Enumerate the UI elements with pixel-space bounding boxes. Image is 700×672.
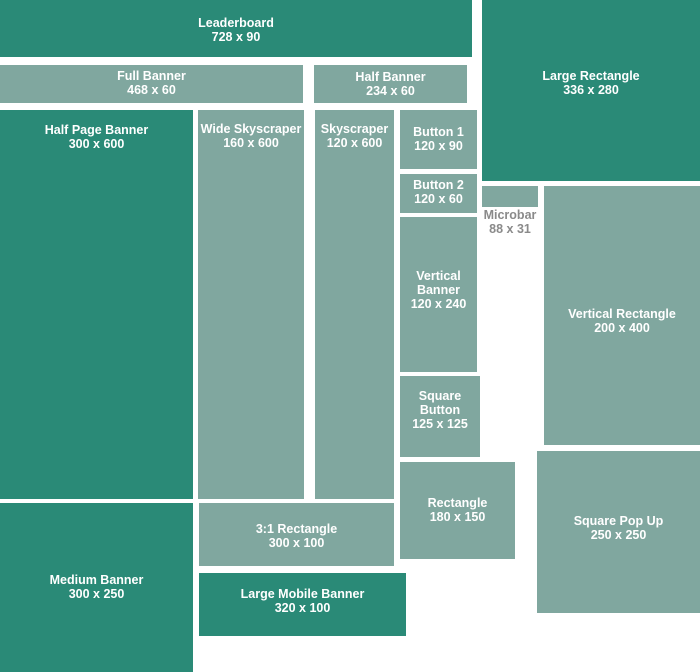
- ad-skyscraper-size: 120 x 600: [326, 136, 383, 150]
- ad-skyscraper-name: Skyscraper: [320, 122, 389, 136]
- ad-half-banner-size: 234 x 60: [366, 84, 415, 98]
- ad-medium-banner-name: Medium Banner: [49, 573, 144, 587]
- ad-half-banner-name: Half Banner: [355, 70, 426, 84]
- ad-leaderboard: Leaderboard 728 x 90: [0, 0, 472, 57]
- ad-large-mobile-banner-size: 320 x 100: [274, 601, 331, 615]
- ad-full-banner-name: Full Banner: [117, 69, 186, 83]
- ad-rectangle-3-1: 3:1 Rectangle 300 x 100: [199, 503, 394, 566]
- ad-leaderboard-size: 728 x 90: [211, 30, 261, 44]
- ad-vertical-banner-name-line1: Vertical: [416, 269, 461, 283]
- ad-half-page-banner-name: Half Page Banner: [44, 123, 149, 137]
- ad-button-1-size: 120 x 90: [414, 139, 463, 153]
- ad-full-banner-size: 468 x 60: [127, 83, 176, 97]
- ad-rectangle-3-1-name: 3:1 Rectangle: [255, 522, 338, 536]
- ad-large-rectangle: Large Rectangle 336 x 280: [482, 0, 700, 181]
- ad-large-rectangle-name: Large Rectangle: [542, 69, 640, 83]
- ad-rectangle: Rectangle 180 x 150: [400, 462, 515, 559]
- ad-leaderboard-name: Leaderboard: [198, 16, 274, 30]
- ad-square-pop-up-name: Square Pop Up: [573, 514, 664, 528]
- ad-half-banner: Half Banner 234 x 60: [314, 65, 467, 103]
- ad-vertical-rectangle-size: 200 x 400: [594, 321, 650, 335]
- ad-square-button-name-line2: Button: [419, 403, 461, 417]
- ad-square-pop-up: Square Pop Up 250 x 250: [537, 451, 700, 613]
- ad-skyscraper: Skyscraper 120 x 600: [315, 110, 394, 499]
- ad-button-1-name: Button 1: [413, 125, 464, 139]
- ad-vertical-rectangle: Vertical Rectangle 200 x 400: [544, 186, 700, 445]
- ad-button-2-name: Button 2: [413, 178, 464, 192]
- ad-square-button-name-line1: Square: [418, 389, 462, 403]
- ad-medium-banner: Medium Banner 300 x 250: [0, 503, 193, 672]
- ad-microbar-name: Microbar: [483, 208, 537, 222]
- ad-square-pop-up-size: 250 x 250: [590, 528, 647, 542]
- ad-large-rectangle-size: 336 x 280: [563, 83, 619, 97]
- ad-wide-skyscraper-name: Wide Skyscraper: [200, 122, 302, 136]
- ad-vertical-rectangle-name: Vertical Rectangle: [568, 307, 676, 321]
- ad-button-1: Button 1 120 x 90: [400, 110, 477, 169]
- ad-rectangle-name: Rectangle: [427, 496, 488, 510]
- ad-microbar-size: 88 x 31: [489, 222, 531, 236]
- ad-wide-skyscraper: Wide Skyscraper 160 x 600: [198, 110, 304, 499]
- ad-half-page-banner: Half Page Banner 300 x 600: [0, 110, 193, 499]
- ad-vertical-banner-name-line2: Banner: [416, 283, 461, 297]
- ad-square-button-size: 125 x 125: [412, 417, 468, 431]
- ad-large-mobile-banner: Large Mobile Banner 320 x 100: [199, 573, 406, 636]
- ad-full-banner: Full Banner 468 x 60: [0, 65, 303, 103]
- ad-large-mobile-banner-name: Large Mobile Banner: [240, 587, 365, 601]
- ad-wide-skyscraper-size: 160 x 600: [223, 136, 279, 150]
- ad-microbar: [482, 186, 538, 207]
- ad-button-2: Button 2 120 x 60: [400, 174, 477, 213]
- ad-vertical-banner-size: 120 x 240: [410, 297, 467, 311]
- ad-vertical-banner: Vertical Banner 120 x 240: [400, 217, 477, 372]
- ad-rectangle-size: 180 x 150: [429, 510, 486, 524]
- ad-half-page-banner-size: 300 x 600: [68, 137, 125, 151]
- ad-button-2-size: 120 x 60: [414, 192, 463, 206]
- ad-medium-banner-size: 300 x 250: [68, 587, 125, 601]
- ad-square-button: Square Button 125 x 125: [400, 376, 480, 457]
- ad-microbar-label: Microbar 88 x 31: [478, 208, 542, 236]
- ad-rectangle-3-1-size: 300 x 100: [268, 536, 325, 550]
